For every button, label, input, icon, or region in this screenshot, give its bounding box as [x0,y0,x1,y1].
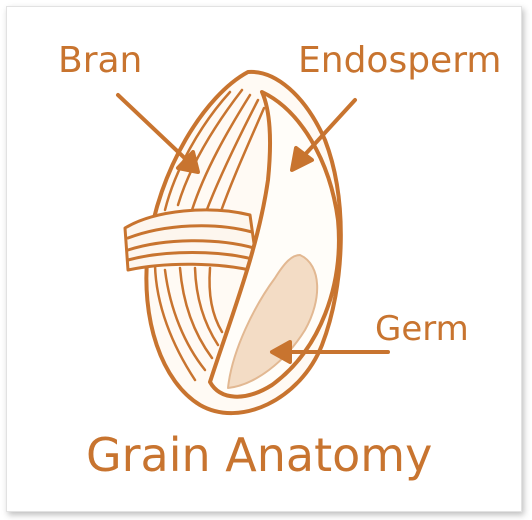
label-bran: Bran [58,43,142,79]
arrow-bran [118,95,198,172]
diagram-title: Grain Anatomy [86,432,432,478]
label-endosperm: Endosperm [298,43,501,79]
arrow-germ [272,342,388,362]
label-germ: Germ [375,312,469,346]
bran-flap [125,210,258,272]
